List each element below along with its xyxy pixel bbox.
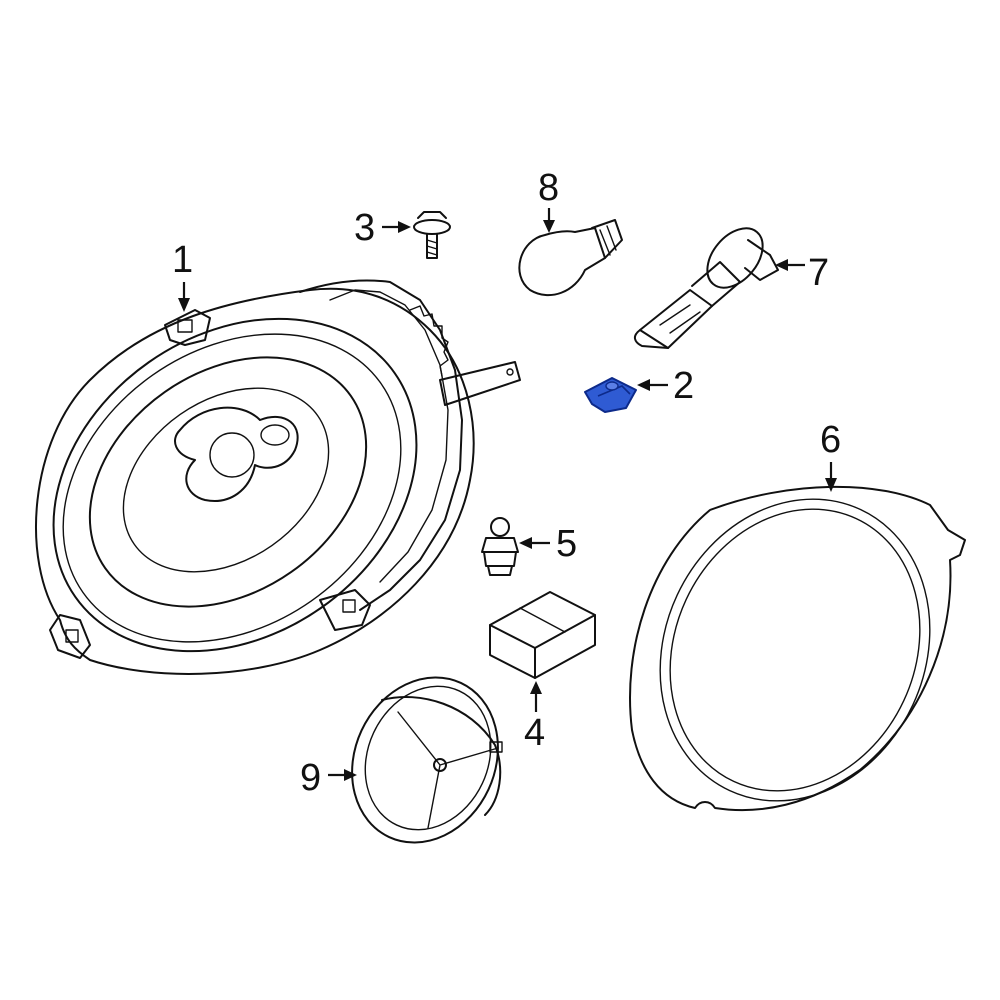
callout-label-6: 6 [820, 419, 841, 461]
callout-label-2: 2 [673, 365, 694, 407]
callout-5: 5 [519, 523, 577, 565]
dust-cap[interactable] [326, 653, 525, 866]
clip-nut[interactable] [584, 377, 637, 413]
callout-label-3: 3 [354, 207, 375, 249]
callout-label-5: 5 [556, 523, 577, 565]
callout-label-8: 8 [538, 167, 559, 209]
callout-8: 8 [538, 167, 559, 233]
callout-2: 2 [637, 365, 694, 407]
callout-7: 7 [775, 252, 829, 294]
callout-label-1: 1 [172, 239, 193, 281]
callout-label-7: 7 [808, 252, 829, 294]
callout-label-4: 4 [524, 712, 545, 754]
socket-plug[interactable] [481, 517, 519, 576]
halogen-bulb[interactable] [634, 218, 779, 349]
bolt[interactable] [413, 211, 451, 259]
callout-label-9: 9 [300, 757, 321, 799]
callout-4: 4 [524, 681, 545, 754]
callout-6: 6 [820, 419, 841, 492]
bulb-box[interactable] [489, 591, 596, 679]
callout-3: 3 [354, 207, 411, 249]
seal-ring[interactable] [612, 455, 979, 846]
signal-bulb[interactable] [518, 219, 623, 297]
callout-9: 9 [300, 757, 357, 799]
callout-1: 1 [172, 239, 193, 312]
headlamp-assembly[interactable] [0, 250, 521, 719]
